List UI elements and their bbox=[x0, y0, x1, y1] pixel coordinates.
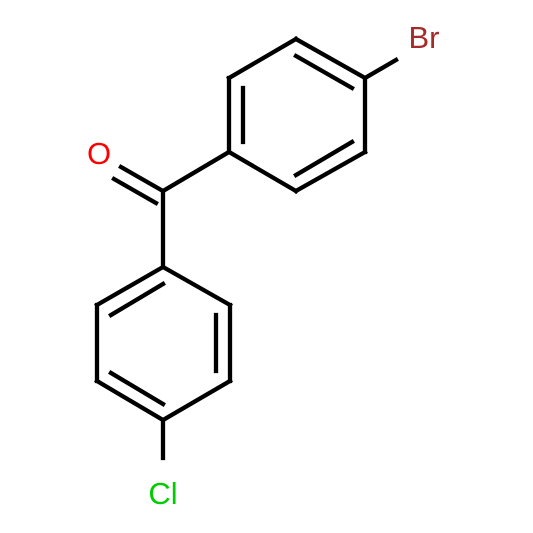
ring1-carbonyl-bond bbox=[160, 149, 232, 194]
bond-lines bbox=[94, 36, 399, 461]
ring2-inner-bond-3 bbox=[108, 281, 166, 318]
ring1-bond-1 bbox=[293, 36, 368, 81]
c-br-bond bbox=[362, 57, 399, 81]
carbonyl-double-bond-1 bbox=[118, 164, 166, 194]
ring2-bond-4 bbox=[94, 378, 166, 423]
ring1-bond-6 bbox=[226, 36, 299, 81]
carbonyl-double-bond-2 bbox=[111, 176, 159, 206]
ring1-inner-bond-1 bbox=[293, 53, 355, 91]
ring2-bond-3 bbox=[160, 378, 233, 423]
ring2-bond-6 bbox=[94, 264, 166, 308]
chlorine-atom-label: Cl bbox=[148, 476, 177, 511]
ring1-bond-4 bbox=[226, 149, 299, 194]
bromine-atom-label: Br bbox=[409, 20, 440, 55]
oxygen-atom-label: O bbox=[87, 136, 111, 171]
ring1-bond-3 bbox=[293, 149, 368, 194]
ring1-inner-bond-2 bbox=[293, 139, 355, 178]
ring2-bond-1 bbox=[160, 264, 233, 308]
ring2-inner-bond-2 bbox=[108, 370, 166, 407]
